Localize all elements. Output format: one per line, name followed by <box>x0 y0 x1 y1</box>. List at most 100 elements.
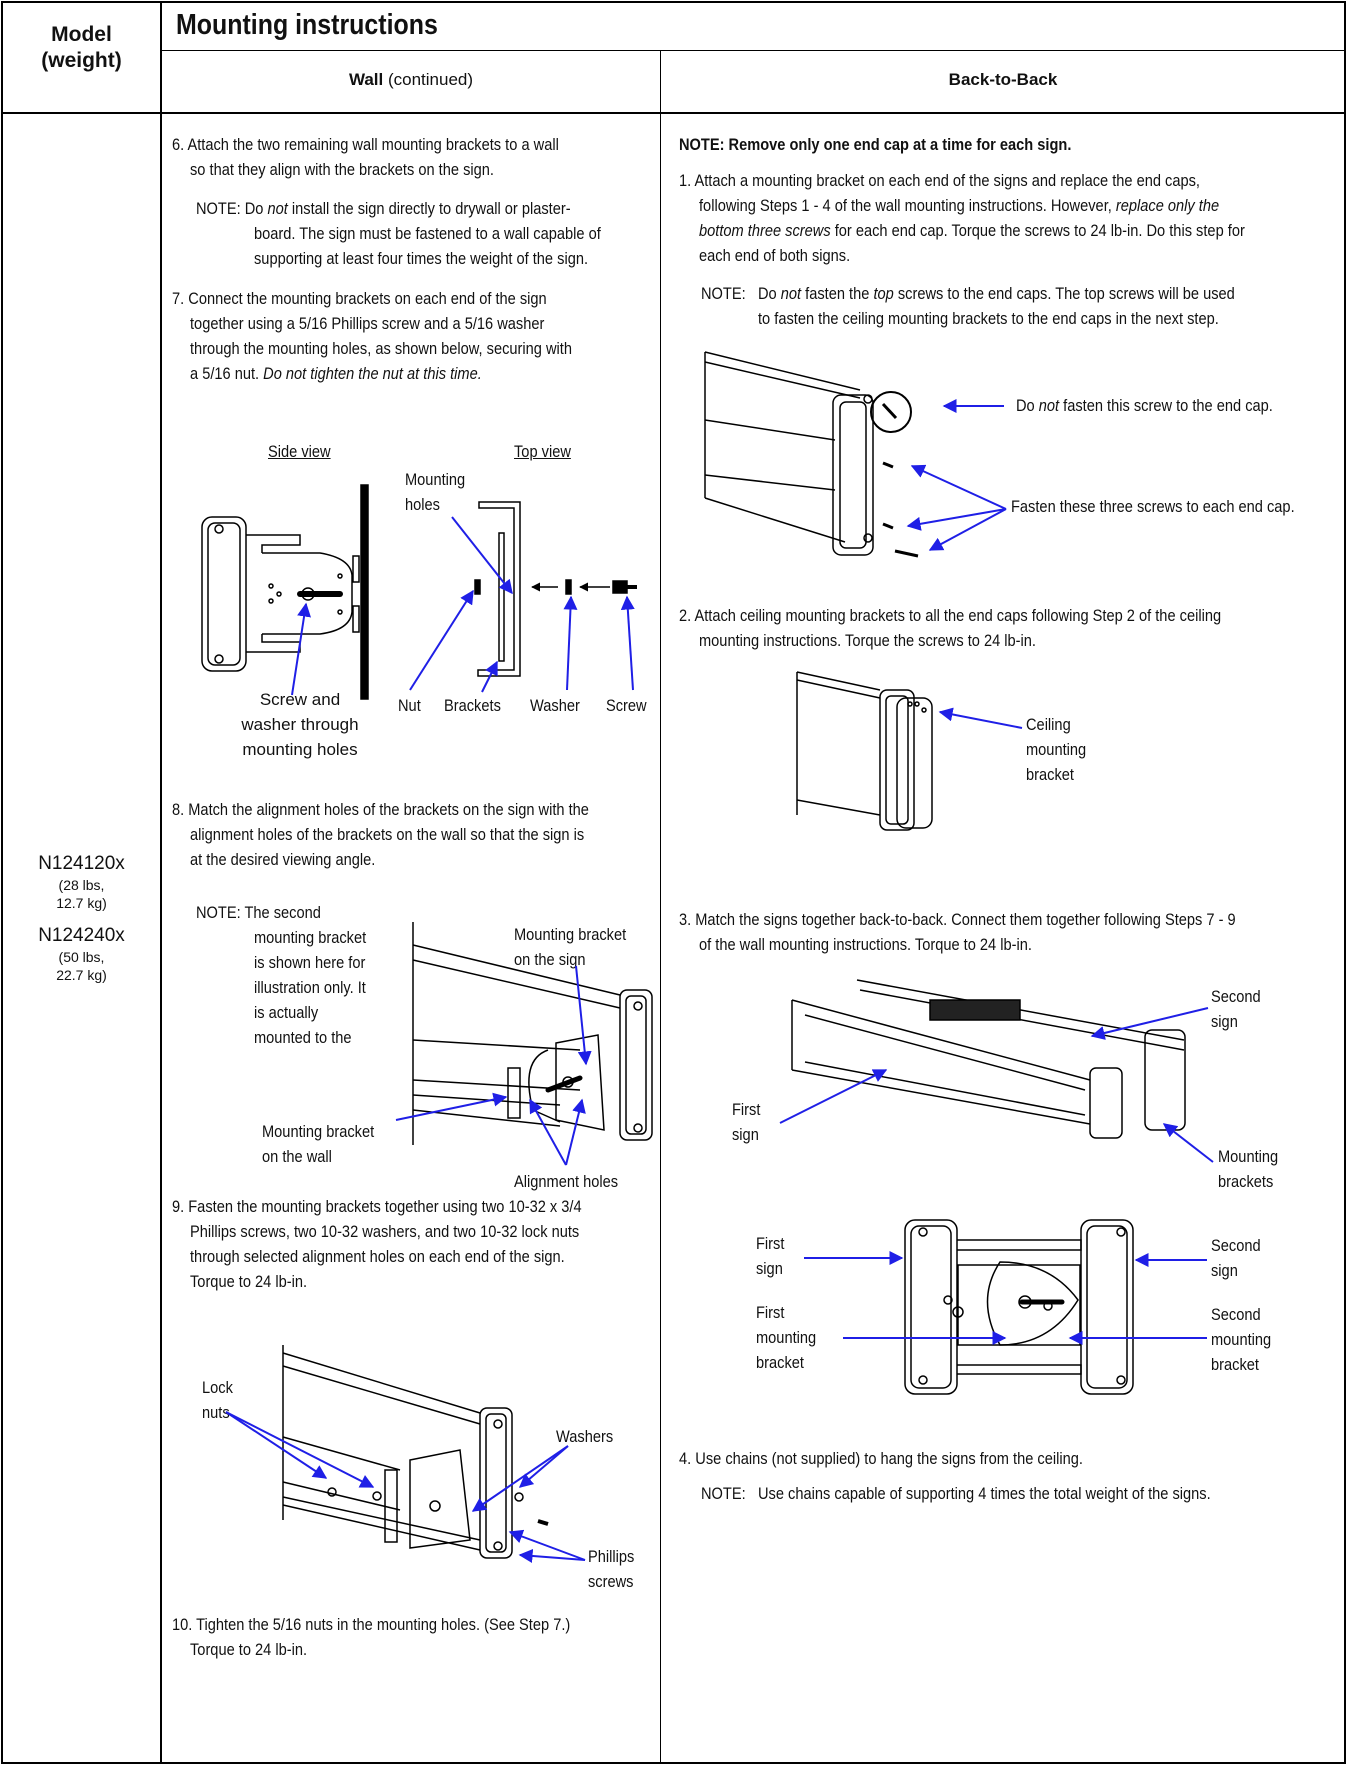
lock-nuts-label-2: nuts <box>202 1403 230 1422</box>
side-view-figure <box>201 484 369 700</box>
brackets-label: Brackets <box>444 696 501 715</box>
wall-step7-line1: 7. Connect the mounting brackets on each… <box>172 289 547 308</box>
fig4-second-sign-1: Second <box>1211 1236 1261 1255</box>
back-step3-line2: of the wall mounting instructions. Torqu… <box>699 935 1032 954</box>
back-step1-line3-em: bottom three screws <box>699 221 831 240</box>
header-row-divider <box>1 112 1346 114</box>
model-name-2: N124240x <box>38 925 125 946</box>
wall-column-header: Wall (continued) <box>162 70 660 90</box>
bracket-sign-label-1: Mounting bracket <box>514 925 627 944</box>
back-step1-line1: 1. Attach a mounting bracket on each end… <box>679 171 1200 190</box>
do-not-fasten-em: not <box>1038 396 1060 415</box>
bracket-alignment-figure <box>412 922 653 1145</box>
wall-note8-line3: is shown here for <box>254 953 366 972</box>
top-view-label: Top view <box>514 440 571 464</box>
back-step3-line1: 3. Match the signs together back-to-back… <box>679 910 1236 929</box>
model-header-line1: Model <box>51 23 112 46</box>
fig4-second-bracket-1: Second <box>1211 1305 1261 1324</box>
back-note-top: NOTE: Remove only one end cap at a time … <box>679 135 1072 154</box>
table-border-left <box>1 1 3 1764</box>
washers-label: Washers <box>556 1427 614 1446</box>
back-note1-em2: top <box>873 284 894 303</box>
fig4-first-sign-1: First <box>756 1234 785 1253</box>
back-note1-prefix: NOTE: <box>701 284 746 303</box>
back-step2-line2: mounting instructions. Torque the screws… <box>699 631 1036 650</box>
ceiling-bracket-label-3: bracket <box>1026 765 1074 784</box>
wall-note8-line4: illustration only. It <box>254 978 366 997</box>
lock-nuts-label-1: Lock <box>202 1378 233 1397</box>
back-note4-text: Use chains capable of supporting 4 times… <box>758 1484 1211 1503</box>
title-row-divider <box>161 50 1345 51</box>
back-column-header: Back-to-Back <box>948 70 1058 89</box>
mounting-brackets-label-2: brackets <box>1218 1172 1274 1191</box>
top-view-text: Top view <box>514 442 571 461</box>
back-step4: 4. Use chains (not supplied) to hang the… <box>679 1449 1083 1468</box>
back-step1-line4: each end of both signs. <box>699 246 851 265</box>
fig4-first-bracket-1: First <box>756 1303 785 1322</box>
fig4-second-bracket-2: mounting <box>1211 1330 1272 1349</box>
back-step1-line2-em: replace only the <box>1115 196 1220 215</box>
ceiling-bracket-label-1: Ceiling <box>1026 715 1071 734</box>
washer-label: Washer <box>530 696 580 715</box>
screw-washer-label-2: washer through <box>241 715 359 734</box>
wall-step9-line3: through selected alignment holes on each… <box>190 1247 565 1266</box>
fig4-first-sign-2: sign <box>756 1259 783 1278</box>
wall-note8-line6: mounted to the <box>254 1028 352 1047</box>
model-list: N124120x (28 lbs, 12.7 kg) N124240x (50 … <box>3 852 160 984</box>
wall-step6-line1: 6. Attach the two remaining wall mountin… <box>172 135 559 154</box>
fig4-second-bracket-3: bracket <box>1211 1355 1259 1374</box>
top-view-figure <box>474 501 637 677</box>
back-note1-pre: Do <box>758 284 781 303</box>
wall-step7-line2: together using a 5/16 Phillips screw and… <box>190 314 545 333</box>
wall-note6-line2: board. The sign must be fastened to a wa… <box>254 224 601 243</box>
side-view-text: Side view <box>268 442 331 461</box>
wall-step9-line2: Phillips screws, two 10-32 washers, and … <box>190 1222 580 1241</box>
wall-note6-rest: install the sign directly to drywall or … <box>287 199 571 218</box>
do-not-fasten-label: Do not fasten this screw to the end cap. <box>1016 394 1273 418</box>
back-step1-line2-pre: following Steps 1 - 4 of the wall mounti… <box>699 196 1116 215</box>
back-step1-line3-rest: for each end cap. Torque the screws to 2… <box>830 221 1245 240</box>
mounting-holes-label-1: Mounting <box>405 470 466 489</box>
wall-step8-line1: 8. Match the alignment holes of the brac… <box>172 800 589 819</box>
wall-note6-line3: supporting at least four times the weigh… <box>254 249 589 268</box>
screw-label: Screw <box>606 696 647 715</box>
second-sign-label-2: sign <box>1211 1012 1238 1031</box>
wall-back-divider <box>660 50 661 1764</box>
back-note1-mid: fasten the <box>801 284 874 303</box>
fig4-first-bracket-2: mounting <box>756 1328 817 1347</box>
model-column-divider <box>160 1 162 1764</box>
wall-step10-line1: 10. Tighten the 5/16 nuts in the mountin… <box>172 1615 571 1634</box>
phillips-screws-label-1: Phillips <box>588 1547 635 1566</box>
bracket-wall-label-1: Mounting bracket <box>262 1122 375 1141</box>
bracket-wall-label-2: on the wall <box>262 1147 332 1166</box>
alignment-holes-label: Alignment holes <box>514 1172 619 1191</box>
model-weight-2b: 22.7 kg) <box>56 967 107 983</box>
back-to-back-figure <box>791 979 1186 1139</box>
model-header-line2: (weight) <box>41 49 122 72</box>
top-view-back-to-back-figure <box>904 1219 1134 1395</box>
table-border-top <box>1 1 1346 3</box>
back-step1-line2: following Steps 1 - 4 of the wall mounti… <box>699 193 1219 218</box>
wall-step7-last-text: a 5/16 nut. <box>190 364 264 383</box>
screw-washer-label-1: Screw and <box>259 690 341 709</box>
wall-step8-line2: alignment holes of the brackets on the w… <box>190 825 585 844</box>
model-name-1: N124120x <box>38 853 125 874</box>
table-border-right <box>1344 1 1346 1764</box>
wall-step10-line2: Torque to 24 lb-in. <box>190 1640 308 1659</box>
model-weight-1a: (28 lbs, <box>58 877 105 893</box>
screw-washer-label-3: mounting holes <box>242 740 358 759</box>
callout-arrows <box>225 399 1214 1563</box>
bracket-sign-label-2: on the sign <box>514 950 586 969</box>
do-not-fasten-pre: Do <box>1016 396 1039 415</box>
back-note1-line2: to fasten the ceiling mounting brackets … <box>758 309 1219 328</box>
back-note1-em1: not <box>780 284 802 303</box>
table-border-bottom <box>1 1762 1346 1764</box>
wall-note8-line2: mounting bracket <box>254 928 367 947</box>
ceiling-bracket-figure <box>796 671 933 831</box>
side-view-label: Side view <box>268 440 331 464</box>
nut-label: Nut <box>398 696 421 715</box>
back-step1-line3: bottom three screws for each end cap. To… <box>699 218 1245 243</box>
page-title: Mounting instructions <box>176 9 438 41</box>
back-step2-line1: 2. Attach ceiling mounting brackets to a… <box>679 606 1222 625</box>
